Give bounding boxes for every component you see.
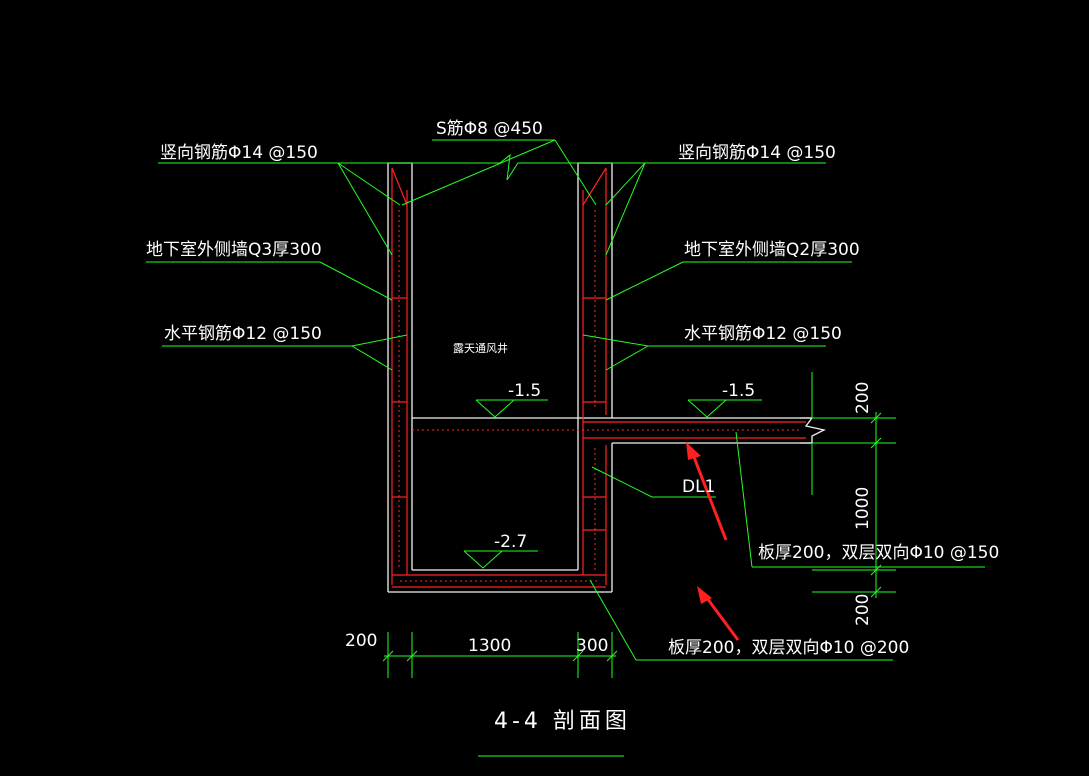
rebar-lines (391, 167, 806, 588)
vert-bar-left-label: 竖向钢筋Φ14 @150 (160, 143, 318, 163)
horiz-bar-left-label: 水平钢筋Φ12 @150 (164, 324, 322, 344)
dim-slab-thickness: 200 (853, 382, 873, 414)
leader-lines (146, 139, 985, 757)
dim-beam-depth: 1000 (853, 487, 873, 530)
dim-left-wall: 200 (345, 631, 377, 651)
dim-shaft-width: 1300 (468, 636, 511, 656)
structure-outline (387, 162, 826, 593)
shaft-name-label: 露天通风井 (453, 341, 508, 355)
wall-left-label: 地下室外侧墙Q3厚300 (146, 240, 322, 260)
level-shaft-bottom: -2.7 (494, 532, 527, 552)
s-bar-label: S筋Φ8 @450 (436, 119, 543, 139)
vert-bar-right-label: 竖向钢筋Φ14 @150 (678, 143, 836, 163)
slab-lower-label: 板厚200，双层双向Φ10 @200 (668, 638, 909, 658)
level-right-floor: -1.5 (722, 381, 755, 401)
slab-upper-label: 板厚200，双层双向Φ10 @150 (758, 543, 999, 563)
annotation-arrows (686, 442, 740, 641)
dim-bottom-slab: 200 (853, 594, 873, 626)
text-labels: S筋Φ8 @450 竖向钢筋Φ14 @150 竖向钢筋Φ14 @150 地下室外… (146, 119, 999, 734)
drawing-title: 4-4 剖面图 (494, 709, 631, 734)
dim-right-wall: 300 (576, 636, 608, 656)
beam-label: DL1 (682, 477, 715, 497)
level-shaft-mid: -1.5 (508, 381, 541, 401)
horiz-bar-right-label: 水平钢筋Φ12 @150 (684, 324, 842, 344)
wall-right-label: 地下室外侧墙Q2厚300 (684, 240, 860, 260)
